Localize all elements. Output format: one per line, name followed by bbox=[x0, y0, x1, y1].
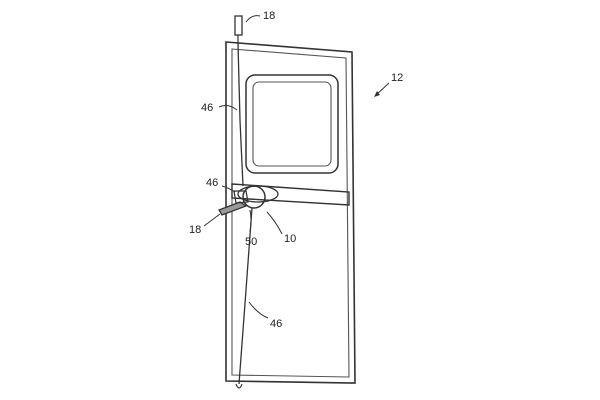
label-antenna-top: 18 bbox=[263, 10, 275, 22]
leader-antenna-top bbox=[245, 15, 261, 23]
lock-body bbox=[242, 185, 266, 209]
label-cable-upper: 46 bbox=[201, 102, 213, 114]
door-inner-frame bbox=[231, 48, 350, 378]
leader-device bbox=[249, 209, 252, 233]
antenna bbox=[234, 15, 243, 36]
door-window-outer bbox=[245, 74, 339, 174]
leader-cable-mid bbox=[221, 185, 236, 193]
lock-housing bbox=[237, 185, 279, 203]
door-window-inner bbox=[252, 81, 332, 167]
door-arrow-head bbox=[374, 91, 380, 97]
label-cable-lower: 46 bbox=[270, 318, 282, 330]
door-outer-frame bbox=[225, 41, 356, 384]
door-handle bbox=[218, 201, 248, 216]
label-device: 50 bbox=[245, 236, 257, 248]
leader-cable-upper bbox=[218, 105, 238, 111]
leader-lock bbox=[266, 211, 283, 235]
handle-bracket bbox=[233, 190, 249, 204]
cable-upper bbox=[237, 43, 244, 187]
label-door: 12 bbox=[391, 72, 403, 84]
label-handle: 18 bbox=[189, 224, 201, 236]
cable-lower bbox=[238, 207, 253, 385]
label-lock: 10 bbox=[284, 233, 296, 245]
leader-handle bbox=[203, 213, 221, 227]
label-cable-mid: 46 bbox=[206, 177, 218, 189]
leader-cable-lower bbox=[248, 301, 269, 319]
crossbar bbox=[231, 183, 350, 206]
cable-end bbox=[235, 383, 243, 389]
